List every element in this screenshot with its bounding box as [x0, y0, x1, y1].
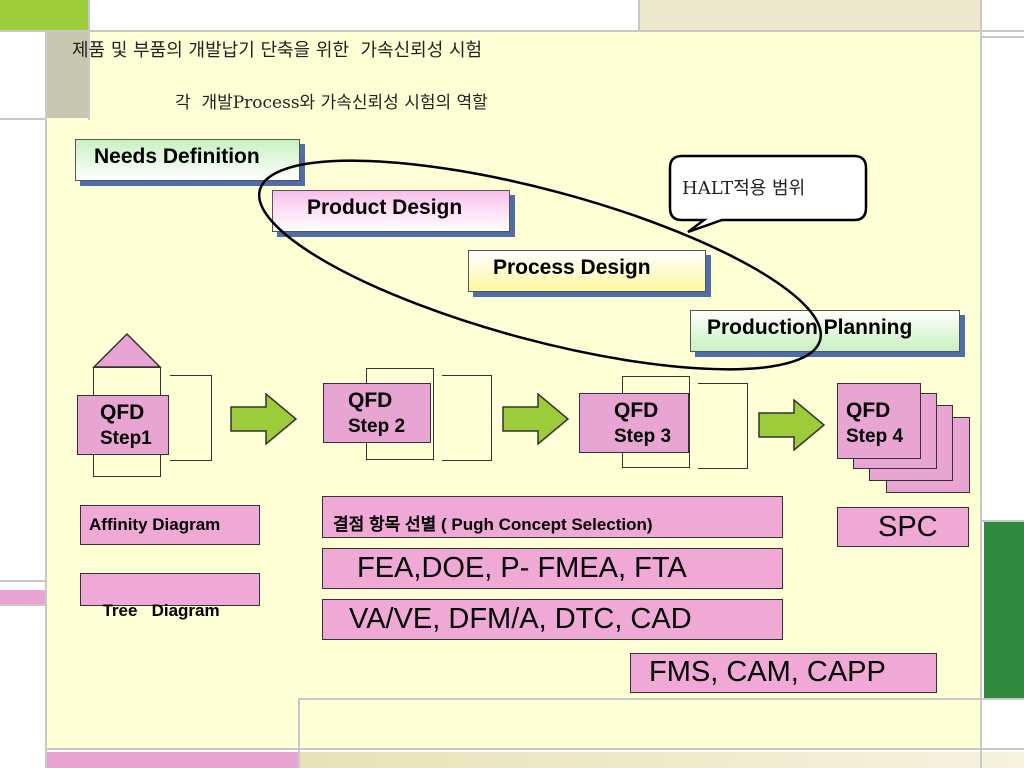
- grid-line: [982, 36, 1024, 38]
- stage-label: Product Design: [307, 196, 463, 219]
- stage-label: Production Planning: [707, 316, 913, 339]
- qfd-step-label: Step 3: [614, 426, 672, 447]
- tool-vave-dfm: VA/VE, DFM/A, DTC, CAD: [322, 599, 783, 640]
- qfd-step3-side-frame: [698, 383, 748, 469]
- stage-label: Needs Definition: [94, 145, 260, 168]
- tool-label: VA/VE, DFM/A, DTC, CAD: [349, 603, 692, 635]
- stage-process-design: Process Design: [468, 250, 706, 292]
- right-green-block: [984, 520, 1024, 698]
- stage-production-planning: Production Planning: [690, 310, 960, 352]
- grid-line: [45, 30, 47, 768]
- grid-line: [0, 118, 45, 120]
- bottom-beige-strip: [298, 752, 1024, 768]
- qfd-step-label: Step1: [100, 428, 152, 449]
- qfd-label: QFD: [614, 399, 659, 422]
- tool-fea-doe: FEA,DOE, P- FMEA, FTA: [322, 548, 783, 589]
- tool-tree-diagram: Tree Diagram: [80, 573, 260, 620]
- tool-label: Tree Diagram: [102, 601, 220, 620]
- tool-fms-cam: FMS, CAM, CAPP: [630, 653, 937, 693]
- tool-pugh-selection: 결점 항목 선별 ( Pugh Concept Selection): [322, 496, 783, 538]
- tool-label: 결점 항목 선별 ( Pugh Concept Selection): [333, 515, 653, 534]
- top-right-beige-block: [640, 0, 980, 32]
- halt-callout-text: HALT적용 범위: [682, 178, 806, 199]
- flow-arrow-icon: [230, 393, 298, 445]
- qfd-step-label: Step 4: [846, 426, 904, 447]
- tool-label: SPC: [878, 511, 938, 543]
- qfd-step1-box: QFD Step1: [77, 395, 169, 455]
- grid-line: [980, 0, 982, 768]
- grid-line: [88, 0, 90, 120]
- tool-label: Affinity Diagram: [89, 515, 221, 534]
- page-title: 제품 및 부품의 개발납기 단축을 위한 가속신뢰성 시험: [72, 40, 483, 61]
- left-pink-strip: [0, 590, 45, 604]
- flow-arrow-icon: [502, 393, 570, 445]
- bottom-pink-strip: [45, 752, 298, 768]
- qfd-step2-box: QFD Step 2: [323, 383, 431, 443]
- grid-line: [982, 520, 1024, 522]
- qfd-step3-box: QFD Step 3: [579, 393, 689, 453]
- stage-needs-definition: Needs Definition: [75, 139, 300, 181]
- tool-label: FEA,DOE, P- FMEA, FTA: [357, 552, 687, 584]
- halt-scope-ellipse: [257, 159, 823, 371]
- qfd-label: QFD: [348, 389, 393, 412]
- halt-callout-bubble: [668, 154, 868, 234]
- stage-product-design: Product Design: [272, 190, 510, 232]
- qfd-step1-roof: [92, 332, 162, 368]
- tool-spc: SPC: [837, 507, 969, 547]
- flow-arrow-icon: [758, 399, 826, 451]
- grid-line: [45, 748, 1024, 750]
- top-left-green-block: [0, 0, 88, 30]
- tool-affinity-diagram: Affinity Diagram: [80, 505, 260, 545]
- grid-line: [0, 604, 45, 606]
- top-left-gray-block: [45, 30, 90, 118]
- stage-label: Process Design: [493, 256, 651, 279]
- grid-line: [0, 580, 45, 582]
- qfd-step1-side-frame: [170, 375, 212, 461]
- page-subtitle: 각 개발Process와 가속신뢰성 시험의 역할: [175, 93, 488, 113]
- qfd-step2-side-frame: [442, 375, 492, 461]
- qfd-label: QFD: [100, 401, 145, 424]
- qfd-label: QFD: [846, 399, 891, 422]
- qfd-step4-box: QFD Step 4: [837, 383, 921, 459]
- grid-line: [0, 30, 1024, 32]
- tool-label: FMS, CAM, CAPP: [649, 656, 886, 688]
- grid-line: [638, 0, 640, 32]
- grid-line: [298, 698, 1024, 700]
- grid-line: [298, 698, 300, 768]
- qfd-step-label: Step 2: [348, 416, 406, 437]
